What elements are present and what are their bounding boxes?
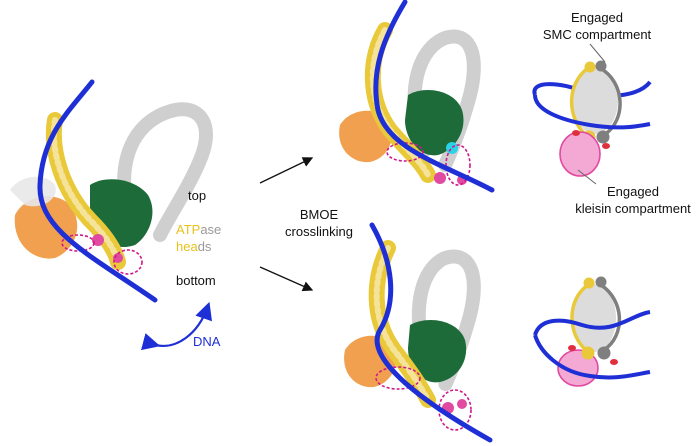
label-engaged-smc: Engaged — [570, 10, 624, 25]
label-top: top — [188, 188, 207, 203]
label-hea-prefix: hea — [176, 239, 198, 254]
top-complex — [339, 0, 495, 193]
schematic-kleisin — [533, 276, 651, 387]
dna-rotation-arrow — [141, 301, 213, 351]
label-dna: DNA — [193, 334, 221, 349]
label-atpase: ATPase — [176, 222, 221, 237]
label-bottom: bottom — [176, 273, 216, 288]
left-dna — [37, 79, 158, 303]
bottom-green-subunit — [408, 320, 467, 383]
arrow-to-top — [259, 157, 314, 184]
bottom-dna — [369, 222, 493, 443]
bottom-orange-subunit — [344, 335, 396, 388]
label-kleisin-compartment: kleisin compartment — [575, 201, 691, 216]
left-orange-subunit — [14, 196, 78, 259]
left-complex — [10, 79, 213, 303]
label-hea-suffix: ds — [197, 239, 212, 254]
left-gray-arm — [117, 102, 213, 242]
top-dna — [373, 0, 495, 193]
label-heads: heads — [176, 239, 211, 254]
label-atp-suffix: ase — [200, 222, 222, 237]
top-green-subunit — [405, 90, 464, 156]
label-smc-compartment: SMC compartment — [542, 27, 652, 42]
arrow-to-bottom — [259, 266, 314, 292]
label-engaged-kleisin: Engaged — [606, 184, 660, 199]
label-bmoe: BMOE — [299, 207, 339, 222]
label-atp-prefix: ATP — [176, 222, 201, 237]
bottom-complex — [344, 222, 493, 443]
schematic-smc — [532, 43, 652, 185]
label-crosslinking: crosslinking — [285, 224, 353, 239]
